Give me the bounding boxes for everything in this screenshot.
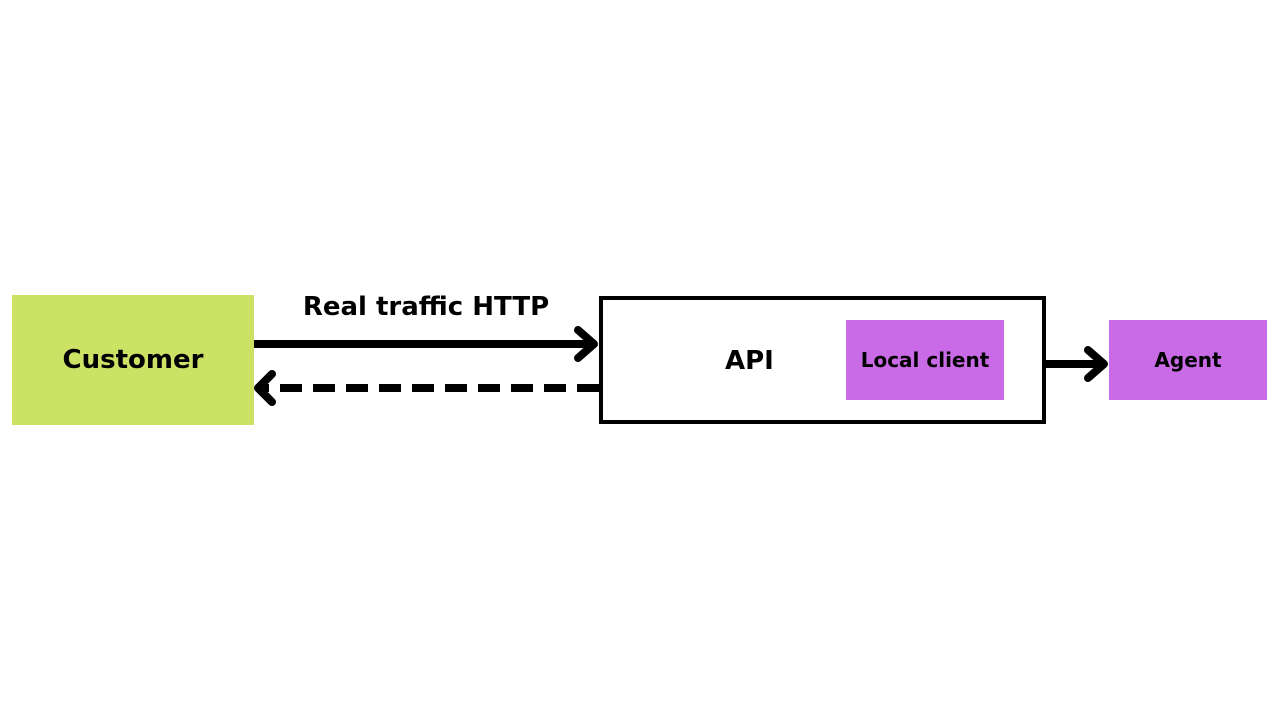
customer-node: Customer <box>12 295 254 425</box>
response-arrow-head <box>254 370 276 406</box>
agent-node: Agent <box>1109 320 1267 400</box>
forward-arrow-head <box>1084 346 1108 382</box>
agent-label: Agent <box>1154 348 1222 372</box>
api-label: API <box>725 346 774 376</box>
local-client-node: Local client <box>846 320 1004 400</box>
request-arrow-head <box>574 326 598 362</box>
local-client-label: Local client <box>860 348 990 372</box>
request-edge-label: Real traffic HTTP <box>302 292 550 322</box>
customer-label: Customer <box>62 345 204 375</box>
response-arrow <box>254 370 599 406</box>
request-arrow <box>254 326 598 362</box>
